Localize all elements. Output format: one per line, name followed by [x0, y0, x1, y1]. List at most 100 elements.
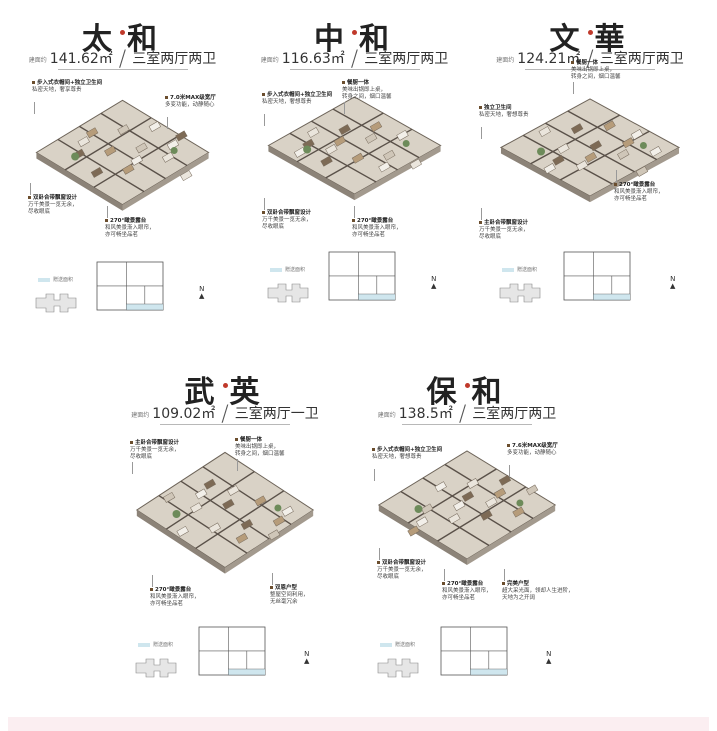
isometric-apartment-render: [135, 451, 315, 574]
title-char: 保: [426, 375, 463, 410]
callout-text: 天地为之开阔: [502, 595, 536, 601]
title-dot: [222, 383, 228, 388]
callout-leader: [152, 575, 153, 587]
feature-callout: 独立卫生间私密天地，奢想尊贵: [479, 105, 529, 119]
callout-text: 万千美景一览无余，: [130, 447, 180, 453]
floor-plan-drawing: [328, 251, 395, 301]
divider-slash: /: [118, 47, 127, 72]
callout-leader: [237, 459, 238, 471]
callout-heading: 双卧合带飘窗设计: [377, 560, 427, 567]
callout-heading: 步入式衣帽间+独立卫生间: [32, 80, 102, 87]
area-value: 109.02㎡: [152, 406, 216, 422]
title-dot: [120, 30, 125, 35]
gift-area-legend: 赠送面积: [380, 641, 415, 648]
callout-leader: [573, 82, 574, 94]
title-char: 和: [127, 22, 163, 57]
callout-heading: 步入式衣帽间+独立卫生间: [372, 447, 442, 454]
callout-text: 和风美景渐入眼帘，: [150, 594, 200, 600]
callout-heading: 7.6米MAX级宽厅: [507, 443, 558, 450]
feature-callout: 餐厨一体美味出锅即上桌，转身之间，烟口温馨: [342, 80, 392, 101]
callout-text: 私密天地，奢想尊贵: [479, 112, 529, 118]
feature-callout: 主卧合带飘窗设计万千美景一览无余，尽收眼底: [130, 440, 180, 461]
title-char: 文: [549, 22, 586, 57]
isometric-render: [484, 80, 696, 219]
building-keyplan-icon: [499, 283, 541, 303]
building-keyplan-icon: [35, 293, 77, 313]
title-char: 和: [471, 375, 508, 410]
divider-slash: /: [350, 47, 359, 72]
callout-heading: 步入式衣帽间+独立卫生间: [262, 92, 332, 99]
callout-text: 私密天地，奢享尊贵: [32, 87, 82, 93]
callout-text: 尽收眼底: [262, 224, 285, 230]
callout-leader: [107, 206, 108, 218]
callout-leader: [379, 548, 380, 560]
callout-leader: [272, 573, 273, 585]
floor-plan-drawing: [563, 251, 631, 301]
title-underline: [160, 424, 290, 425]
feature-callout: 7.0米MAX级宽厅多变功能，动静随心: [165, 95, 216, 109]
legend-label: 赠送面积: [395, 642, 416, 648]
callout-heading: 完美户型: [502, 581, 574, 588]
callout-heading: 主卧合带飘窗设计: [130, 440, 180, 447]
legend-swatch: [502, 267, 514, 272]
room-layout: 三室两厅两卫: [364, 51, 449, 67]
building-keyplan-icon: [267, 283, 309, 303]
feature-callout: 双卧合带飘窗设计万千美景一览无余，尽收眼底: [377, 560, 427, 581]
room-layout: 三室两厅两卫: [132, 51, 217, 67]
isometric-apartment-render: [35, 99, 210, 211]
isometric-apartment-render: [377, 450, 557, 565]
floor-plan-drawing: [440, 626, 508, 676]
legend-swatch: [270, 267, 282, 272]
area-label: 建面约: [28, 56, 47, 64]
area-label: 建面约: [260, 56, 279, 64]
north-arrow-icon: N▲: [431, 275, 437, 290]
callout-text: 亦可畅坐品茗: [614, 196, 648, 202]
callout-text: 多变功能，动静随心: [165, 102, 215, 108]
title-char: 華: [594, 22, 631, 57]
feature-callout: 270°瞰景露台和风美景渐入眼帘，亦可畅坐品茗: [442, 581, 492, 602]
callout-text: 万千美景一览无余，: [28, 202, 78, 208]
feature-callout: 步入式衣帽间+独立卫生间私密天地，奢享尊贵: [32, 80, 102, 94]
isometric-render: [120, 430, 330, 594]
callout-text: 私密天地，奢想尊贵: [262, 99, 312, 105]
floor-plan-drawing: [96, 261, 163, 311]
callout-heading: 餐厨一体: [571, 60, 621, 67]
feature-callout: 270°瞰景露台和风美景渐入眼帘，亦可畅坐品茗: [352, 218, 402, 239]
callout-text: 尽收眼底: [28, 209, 51, 215]
floor-plan: [437, 623, 511, 689]
callout-leader: [264, 114, 265, 126]
callout-text: 超大采光面，领却人生进阶，: [502, 588, 574, 594]
feature-callout: 270°瞰景露台和风美景渐入眼帘，亦可畅坐品茗: [614, 182, 664, 203]
callout-leader: [374, 469, 375, 481]
callout-text: 亦可畅坐品茗: [352, 232, 386, 238]
room-layout: 三室两厅两卫: [472, 406, 557, 422]
area-value: 124.21㎡: [517, 51, 581, 67]
callout-text: 转身之间，烟口温馨: [571, 74, 621, 80]
floor-plan: [93, 258, 167, 324]
north-arrow-icon: N▲: [304, 650, 310, 665]
callout-text: 和风美景渐入眼帘，: [614, 189, 664, 195]
callout-text: 和风美景渐入眼帘，: [105, 225, 155, 231]
floor-plan-drawing: [198, 626, 266, 676]
title-char: 中: [314, 22, 350, 57]
room-layout: 三室两厅一卫: [234, 406, 319, 422]
feature-callout: 完美户型超大采光面，领却人生进阶，天地为之开阔: [502, 581, 574, 602]
callout-text: 无丝毫冗余: [270, 599, 298, 605]
unit-title: 太和: [10, 14, 235, 58]
callout-leader: [167, 117, 168, 129]
callout-text: 整屋空间利用，: [270, 592, 309, 598]
callout-heading: 双恩户型: [270, 585, 309, 592]
callout-heading: 270°瞰景露台: [150, 587, 200, 594]
callout-text: 尽收眼底: [479, 234, 502, 240]
feature-callout: 主卧合带飘窗设计万千美景一览无余，尽收眼底: [479, 220, 529, 241]
callout-leader: [30, 183, 31, 195]
feature-callout: 双恩户型整屋空间利用，无丝毫冗余: [270, 585, 309, 606]
unit-title: 文華: [474, 14, 706, 58]
callout-heading: 270°瞰景露台: [614, 182, 664, 189]
title-underline: [289, 69, 420, 70]
